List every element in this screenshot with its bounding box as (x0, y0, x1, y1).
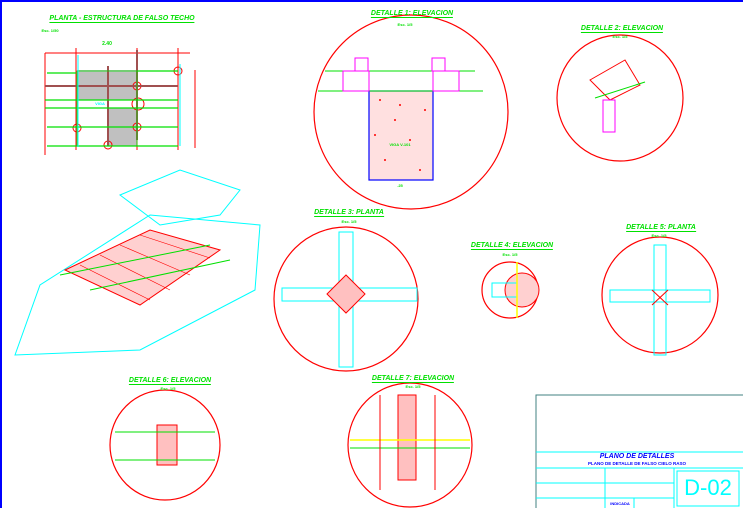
detail-5-title: DETALLE 5: PLANTA (626, 224, 696, 232)
detail-1-scale: Esc. 1/5 (397, 22, 413, 27)
detail-3-drawing (281, 231, 418, 368)
detail-7-title: DETALLE 7: ELEVACION (371, 375, 455, 383)
detail-6-drawing (115, 424, 215, 466)
detail-7-scale: Esc. 1/5 (405, 384, 421, 389)
detail-4-scale: Esc. 1/5 (502, 252, 518, 257)
detail-4-drawing (491, 262, 540, 318)
isometric-view (14, 169, 261, 356)
detail-6-title: DETALLE 6: ELEVACION (128, 377, 212, 385)
detail-5-circle (601, 236, 719, 354)
detail-2-circle (556, 34, 684, 162)
scale-value: INDICADA (610, 501, 630, 506)
detail-2-scale: Esc. 1/5 (612, 34, 628, 39)
detail-7-circle (347, 382, 473, 508)
plan-scale: Esc. 1/50 (41, 28, 59, 33)
detail-5-drawing (609, 244, 711, 356)
detail-7-drawing (350, 394, 470, 490)
detail-1-beam-label: VIGA V-101 (389, 142, 411, 147)
detail-2-title: DETALLE 2: ELEVACION (580, 25, 664, 33)
plan-beam-label: VIGA (95, 101, 105, 106)
detail-6-scale: Esc. 1/5 (160, 386, 176, 391)
detail-6-circle (109, 389, 221, 501)
detail-2-drawing (589, 59, 646, 133)
detail-1-dimension: .25 (397, 183, 403, 188)
detail-1-drawing (318, 57, 483, 181)
sheet-number: D-02 (684, 475, 732, 500)
title-block-subheading: PLANO DE DETALLE DE FALSO CIELO RASO (588, 461, 686, 466)
detail-5-scale: Esc. 1/5 (651, 233, 667, 238)
detail-3-title: DETALLE 3: PLANTA (314, 209, 384, 217)
plan-title: PLANTA - ESTRUCTURA DE FALSO TECHO (49, 15, 195, 23)
plan-dimension: 2.40 (102, 41, 112, 47)
detail-3-scale: Esc. 1/5 (341, 219, 357, 224)
detail-3-circle (273, 226, 419, 372)
detail-4-title: DETALLE 4: ELEVACION (470, 242, 554, 250)
detail-1-title: DETALLE 1: ELEVACION (370, 10, 454, 18)
detail-1-circle (313, 14, 509, 210)
plan-structure (44, 48, 196, 155)
title-block-frame (535, 394, 743, 508)
title-block-heading: PLANO DE DETALLES (599, 453, 675, 460)
